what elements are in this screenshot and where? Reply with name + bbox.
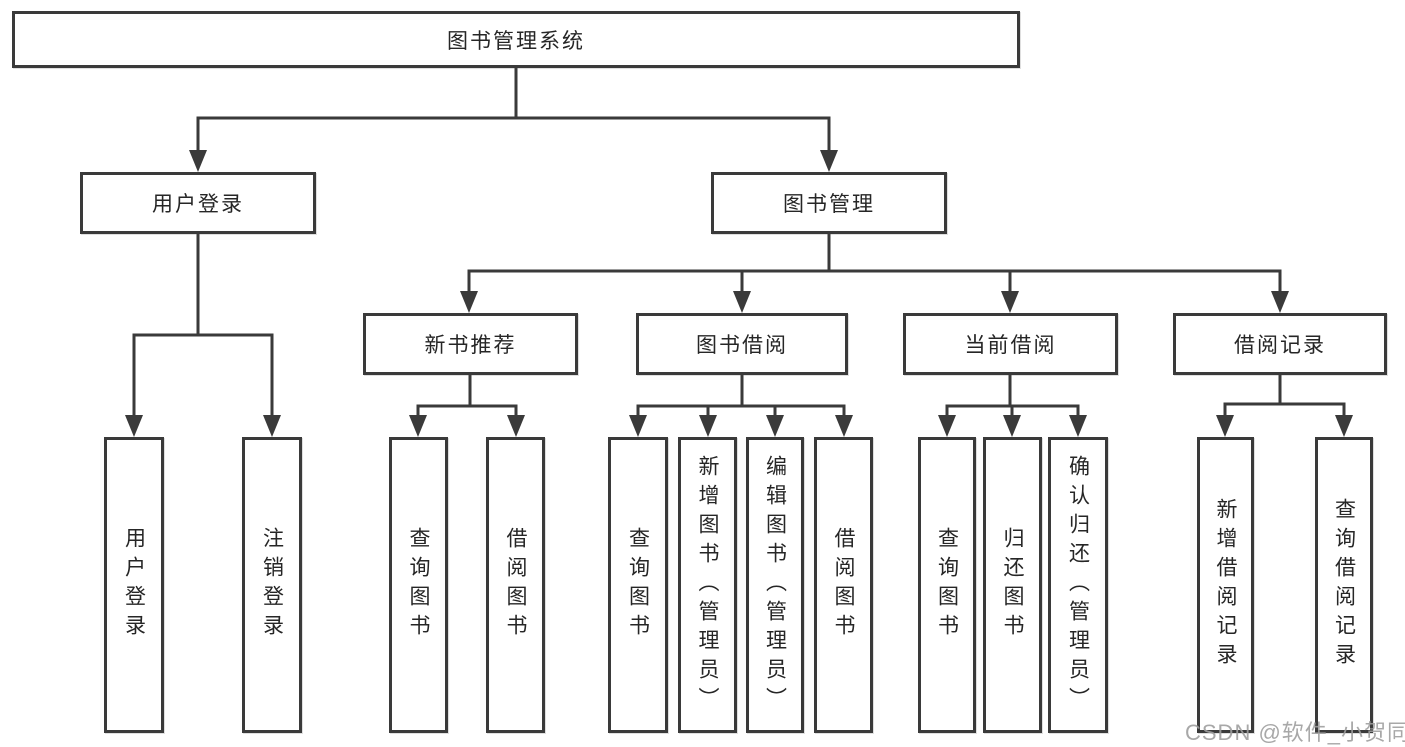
leaf-recommend-query-books: 查询图书 [389, 437, 448, 733]
node-new-book-recommend: 新书推荐 [363, 313, 578, 375]
connector-book-mgmt-to-level3 [460, 232, 1289, 313]
watermark: CSDN @软件_小贺同学 [1185, 720, 1405, 745]
node-borrowing-records: 借阅记录 [1173, 313, 1387, 375]
connector-records-to-leaves [1216, 373, 1353, 437]
connector-user-login-to-leaves [125, 232, 281, 437]
leaf-records-add-borrow-record: 新增借阅记录 [1197, 437, 1254, 733]
leaf-borrow-borrow-books: 借阅图书 [814, 437, 873, 733]
leaf-current-confirm-return-admin: 确认归还（管理员） [1048, 437, 1108, 733]
leaf-borrow-add-books-admin: 新增图书（管理员） [678, 437, 737, 733]
leaf-current-return-books: 归还图书 [983, 437, 1042, 733]
node-current-borrowing: 当前借阅 [903, 313, 1118, 375]
leaf-borrow-edit-books-admin: 编辑图书（管理员） [746, 437, 804, 733]
node-book-management: 图书管理 [711, 172, 947, 234]
connector-root-to-level2 [189, 66, 838, 172]
connector-current-to-leaves [938, 373, 1087, 437]
connector-borrow-to-leaves [629, 373, 853, 437]
leaf-user-login: 用户登录 [104, 437, 164, 733]
leaf-records-query-borrow-record: 查询借阅记录 [1315, 437, 1373, 733]
node-user-login: 用户登录 [80, 172, 316, 234]
leaf-borrow-query-books: 查询图书 [608, 437, 668, 733]
node-library-management-system: 图书管理系统 [12, 11, 1020, 68]
leaf-recommend-borrow-books: 借阅图书 [486, 437, 545, 733]
leaf-current-query-books: 查询图书 [918, 437, 976, 733]
leaf-logout: 注销登录 [242, 437, 302, 733]
node-book-borrowing: 图书借阅 [636, 313, 848, 375]
connector-recommend-to-leaves [409, 373, 525, 437]
